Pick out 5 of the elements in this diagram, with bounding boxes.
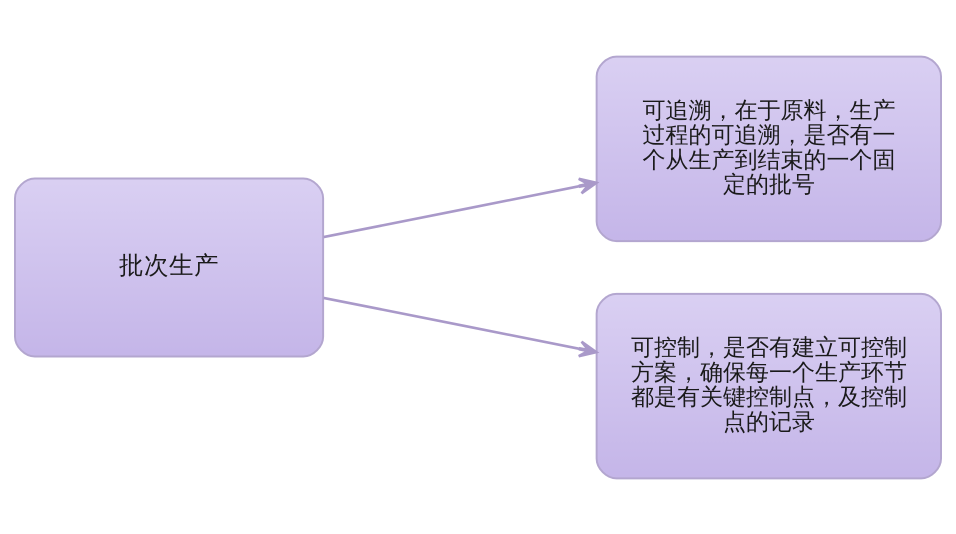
arrow bbox=[323, 296, 598, 358]
arrow bbox=[323, 176, 598, 238]
node-box: 批次生产 bbox=[14, 177, 324, 357]
node-box: 可追溯，在于原料，生产过程的可追溯，是否有一个从生产到结束的一个固定的批号 bbox=[596, 55, 942, 242]
node-box: 可控制，是否有建立可控制方案，确保每一个生产环节都是有关键控制点，及控制点的记录 bbox=[596, 292, 942, 479]
